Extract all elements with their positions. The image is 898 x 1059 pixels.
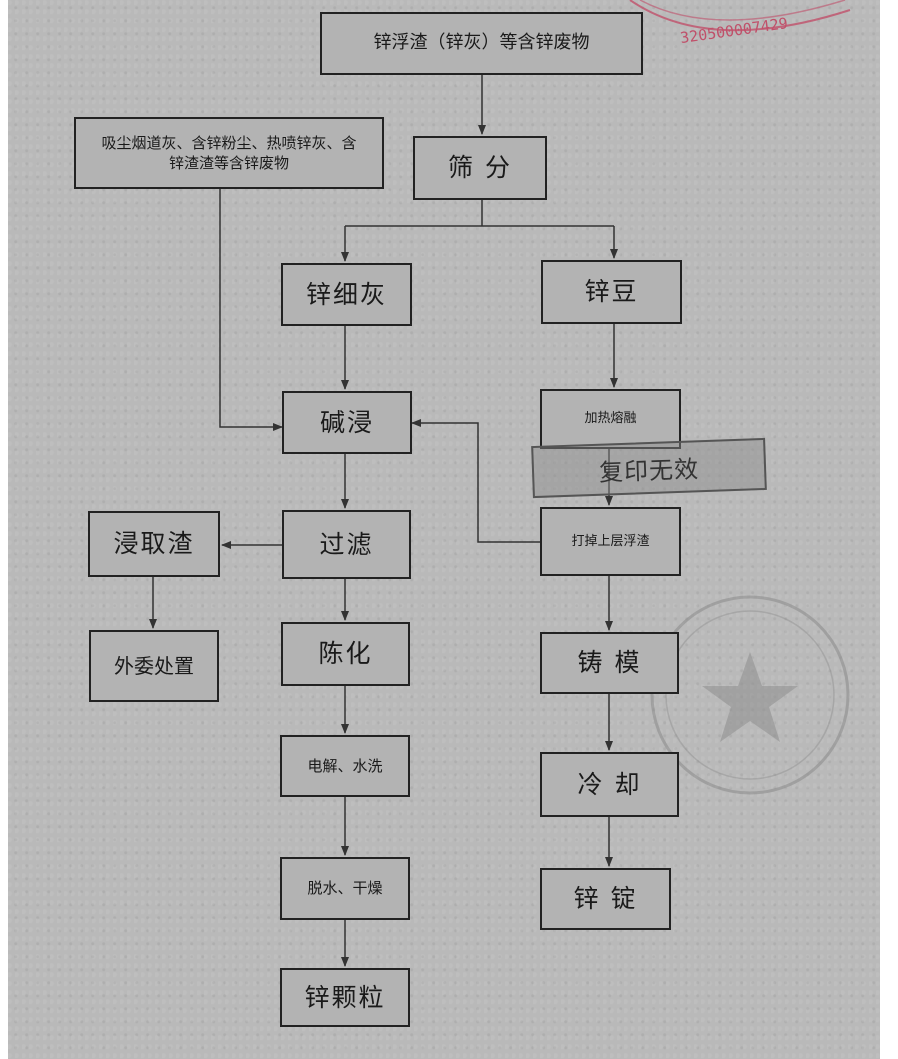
seal-number: 320500007429 [679,14,789,47]
edge-dust-to-leaching [219,189,283,431]
node-zinc-granules: 锌颗粒 [280,968,410,1027]
node-cooling: 冷 却 [540,752,679,817]
copy-invalid-stamp: 复印无效 [531,437,767,499]
node-zinc-beans: 锌豆 [541,260,682,324]
node-casting: 铸 模 [540,632,679,694]
node-raw-zinc-dross: 锌浮渣（锌灰）等含锌废物 [320,12,643,75]
node-heating-melting: 加热熔融 [540,389,681,449]
star-icon [702,652,798,742]
node-fine-zinc-ash: 锌细灰 [281,263,412,326]
node-outsourced-disposal: 外委处置 [89,630,219,702]
node-leach-residue: 浸取渣 [88,511,220,577]
node-screening: 筛 分 [413,136,547,200]
node-alkali-leaching: 碱浸 [282,391,412,454]
edge-skim-to-leaching [411,419,540,543]
node-zinc-ingot: 锌 锭 [540,868,671,930]
node-skim-dross: 打掉上层浮渣 [540,507,681,576]
node-filtering: 过滤 [282,510,411,579]
red-company-seal: 320500007429 [629,0,851,47]
round-seal [650,595,850,795]
node-dust-waste: 吸尘烟道灰、含锌粉尘、热喷锌灰、含锌渣渣等含锌废物 [74,117,384,189]
node-dewatering-drying: 脱水、干燥 [280,857,410,920]
node-electrolysis-washing: 电解、水洗 [280,735,410,797]
node-aging: 陈化 [281,622,410,686]
